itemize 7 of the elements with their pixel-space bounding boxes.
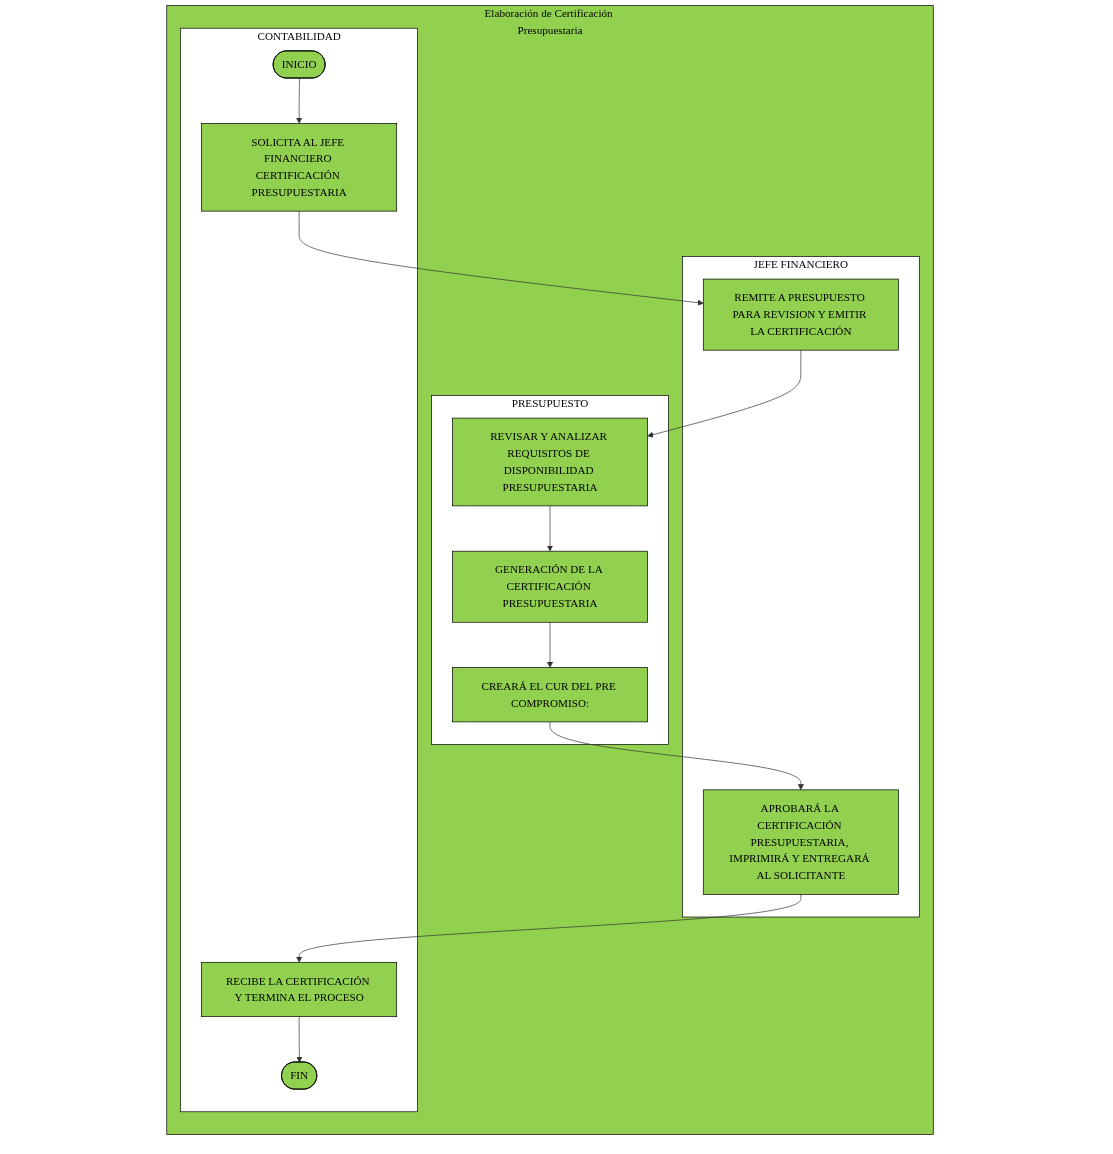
- node-box: CREARÁ EL CUR DEL PRE COMPROMISO:: [452, 667, 648, 723]
- node-box: SOLICITA AL JEFE FINANCIERO CERTIFICACIÓN PRESUPUESTARIA: [201, 123, 398, 212]
- node-box: GENERACIÓN DE LA CERTIFICACIÓN PRESUPUESTARIA: [452, 550, 648, 623]
- node-box: APROBARÁ LA CERTIFICACIÓN PRESUPUESTARIA, IMPRIMIRÁ Y ENTREGARÁ AL SOLICITANTE: [702, 789, 899, 895]
- node-box: REVISAR Y ANALIZAR REQUISITOS DE DISPONIBILIDAD PRESUPUESTARIA: [452, 417, 648, 507]
- node-box: RECIBE LA CERTIFICACIÓN Y TERMINA EL PROCESO: [201, 961, 398, 1017]
- node-box: REMITE A PRESUPUESTO PARA REVISION Y EMITIR LA CERTIFICACIÓN: [702, 278, 899, 351]
